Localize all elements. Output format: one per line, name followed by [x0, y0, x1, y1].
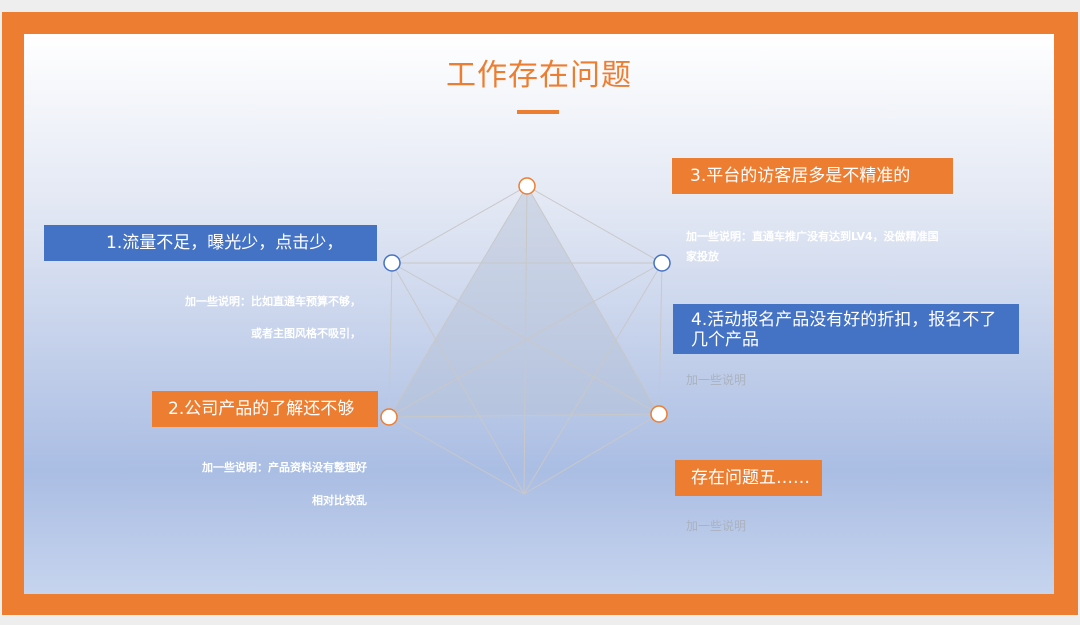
issue-4-label-line-2: 几个产品 — [691, 330, 759, 350]
hexagon-diagram — [380, 177, 671, 495]
node-right-lower — [650, 405, 668, 423]
issue-3-label: 3.平台的访客居多是不精准的 — [690, 166, 911, 186]
issue-1-label: 1.流量不足，曝光少，点击少， — [106, 233, 344, 253]
issue-4-label-line-1: 4.活动报名产品没有好的折扣，报名不了 — [691, 310, 997, 330]
node-right-upper — [653, 254, 671, 272]
node-left-upper — [383, 254, 401, 272]
issue-5-label: 存在问题五…… — [691, 468, 810, 488]
issue-1-note-line-2: 或者主图风格不吸引， — [251, 327, 361, 340]
issue-5-banner: 存在问题五…… — [675, 460, 822, 496]
issue-3-note-line-2: 家投放 — [686, 250, 719, 263]
issue-4-note: 加一些说明 — [686, 373, 747, 387]
issue-2-label: 2.公司产品的了解还不够 — [168, 399, 355, 419]
issue-1-note-line-1: 加一些说明：比如直通车预算不够， — [185, 295, 361, 308]
issue-5-note: 加一些说明 — [686, 519, 747, 533]
diagram-triangle — [388, 185, 660, 418]
node-left-lower — [380, 408, 398, 426]
issue-2-note-line-1: 加一些说明：产品资料没有整理好 — [202, 461, 367, 474]
title-underline — [517, 110, 559, 114]
issue-3-banner: 3.平台的访客居多是不精准的 — [672, 158, 953, 194]
slide: 工作存在问题 — [24, 34, 1054, 594]
issue-2-banner: 2.公司产品的了解还不够 — [152, 391, 378, 427]
slide-frame: 工作存在问题 — [2, 12, 1078, 615]
diagram-lines — [388, 185, 663, 495]
issue-1-banner: 1.流量不足，曝光少，点击少， — [44, 225, 377, 261]
issue-4-banner: 4.活动报名产品没有好的折扣，报名不了 几个产品 — [673, 304, 1019, 354]
node-top — [518, 177, 536, 195]
issue-2-note-line-2: 相对比较乱 — [312, 494, 367, 507]
issue-3-note-line-1: 加一些说明：直通车推广没有达到LV4，没做精准国 — [686, 230, 939, 243]
slide-title: 工作存在问题 — [446, 58, 632, 93]
